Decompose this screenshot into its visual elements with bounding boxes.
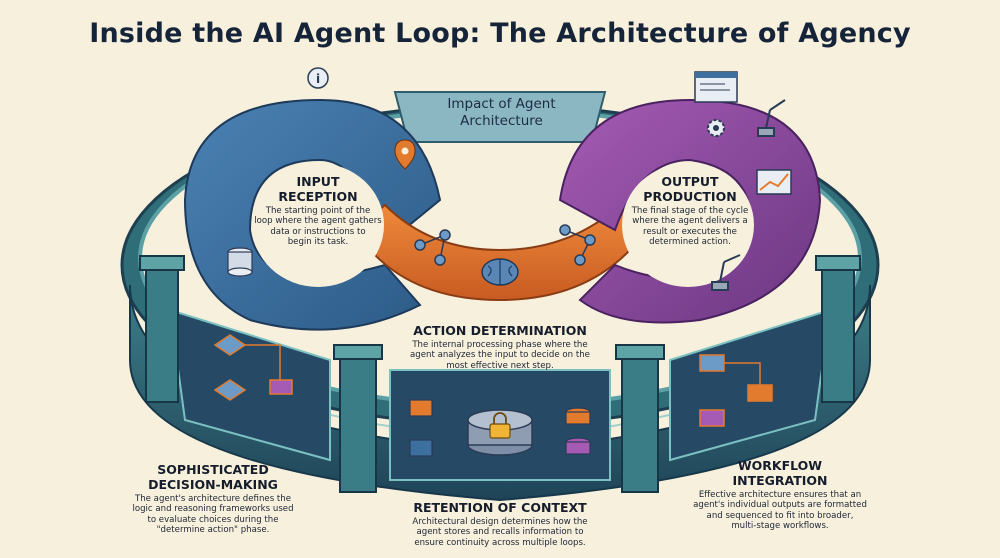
- code-window-icon: [694, 71, 738, 103]
- output-text-area: [622, 163, 754, 287]
- page-title: Inside the AI Agent Loop: The Architectu…: [89, 18, 911, 49]
- retention-of-context-block: RETENTION OF CONTEXT Architectural desig…: [392, 500, 608, 548]
- flowchart-icon: [213, 334, 773, 427]
- database-icon: [227, 247, 253, 277]
- output-production-description: The final stage of the cycle where the a…: [631, 206, 749, 248]
- input-reception-block: INPUT RECEPTION The starting point of th…: [254, 174, 382, 248]
- gear-icon: [707, 119, 725, 137]
- output-loop: [558, 98, 822, 324]
- pillars: [139, 255, 861, 493]
- input-reception-heading: INPUT RECEPTION: [278, 174, 358, 204]
- brain-icon: [481, 258, 519, 286]
- input-reception-description: The starting point of the loop where the…: [254, 206, 382, 248]
- wall-panels: [168, 308, 832, 481]
- robot-arm-icon: [711, 99, 786, 291]
- decision-making-heading: SOPHISTICATED DECISION-MAKING: [148, 462, 278, 492]
- input-text-area: [252, 163, 384, 287]
- chart-icon: [756, 169, 792, 195]
- workflow-integration-heading: WORKFLOW INTEGRATION: [732, 458, 828, 488]
- action-determination-heading: ACTION DETERMINATION: [413, 323, 587, 338]
- output-production-block: OUTPUT PRODUCTION The final stage of the…: [620, 174, 760, 248]
- decision-making-description: The agent's architecture defines the log…: [132, 494, 294, 536]
- info-icon: i: [307, 67, 329, 89]
- decision-making-block: SOPHISTICATED DECISION-MAKING The agent'…: [120, 462, 306, 536]
- retention-of-context-heading: RETENTION OF CONTEXT: [413, 500, 587, 515]
- output-production-heading: OUTPUT PRODUCTION: [643, 174, 737, 204]
- storage-icon: [409, 399, 591, 457]
- action-determination-description: The internal processing phase where the …: [410, 340, 590, 371]
- network-node-icon: [414, 224, 596, 266]
- svg-text:i: i: [316, 72, 320, 86]
- action-determination-block: ACTION DETERMINATION The internal proces…: [390, 323, 610, 371]
- location-pin-icon: [394, 139, 416, 170]
- workflow-integration-block: WORKFLOW INTEGRATION Effective architect…: [684, 458, 876, 532]
- center-badge-label: Impact of Agent Architecture: [447, 96, 556, 129]
- lock-icon: [467, 409, 533, 456]
- retention-of-context-description: Architectural design determines how the …: [412, 517, 588, 548]
- workflow-integration-description: Effective architecture ensures that an a…: [693, 490, 867, 532]
